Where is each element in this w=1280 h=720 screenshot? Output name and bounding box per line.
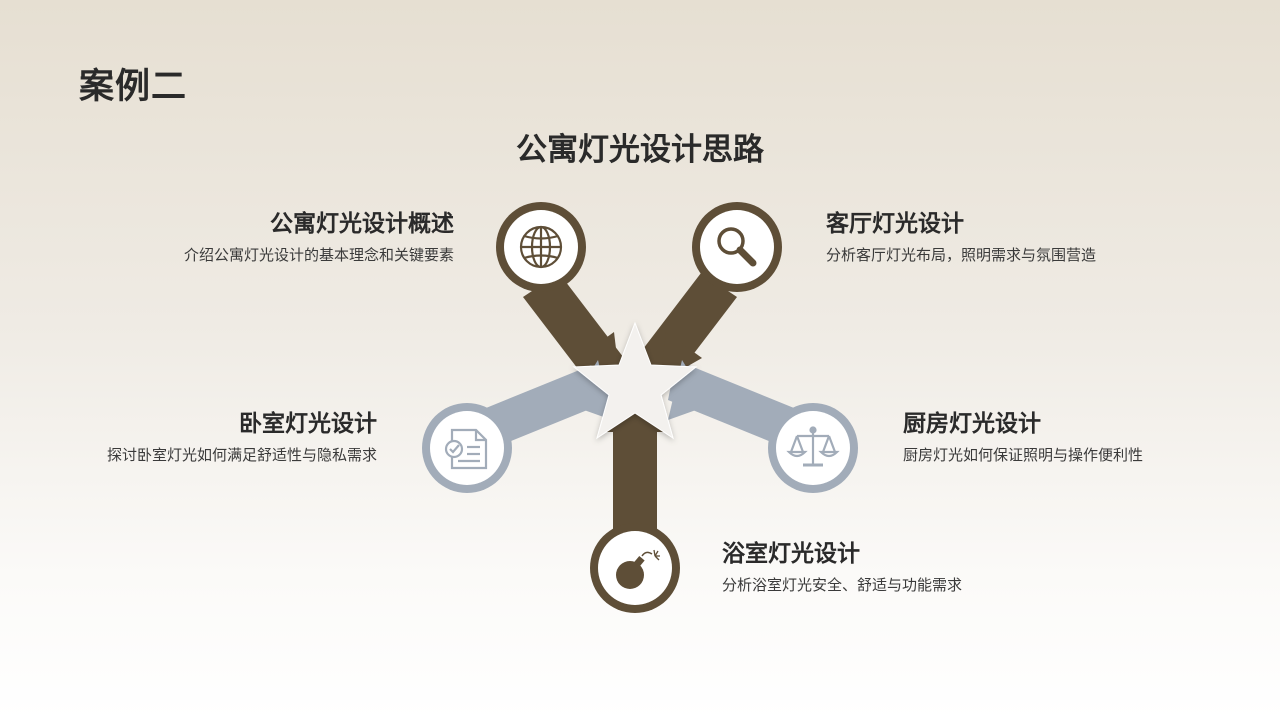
node-overview <box>496 202 586 292</box>
center-star <box>572 321 698 440</box>
page-title: 公寓灯光设计思路 <box>516 132 764 168</box>
document-check-icon <box>444 428 488 470</box>
bathroom-desc: 分析浴室灯光安全、舒适与功能需求 <box>722 576 963 594</box>
overview-desc: 介绍公寓灯光设计的基本理念和关键要素 <box>183 246 454 264</box>
scale-icon <box>786 426 840 467</box>
kitchen-title: 厨房灯光设计 <box>903 411 1041 437</box>
bedroom-title: 卧室灯光设计 <box>239 411 377 437</box>
magnifier-icon <box>717 227 757 267</box>
node-bedroom <box>422 403 512 493</box>
bomb-icon <box>616 549 660 589</box>
arm-bathroom <box>613 415 657 540</box>
node-kitchen <box>768 403 858 493</box>
bathroom-title: 浴室灯光设计 <box>722 541 860 567</box>
kitchen-desc: 厨房灯光如何保证照明与操作便利性 <box>903 446 1144 464</box>
globe-icon <box>519 225 563 269</box>
overview-title: 公寓灯光设计概述 <box>270 211 454 237</box>
living-title: 客厅灯光设计 <box>826 211 964 237</box>
node-bathroom <box>590 523 680 613</box>
case-title: 案例二 <box>79 67 188 107</box>
arm-kitchen <box>668 360 794 448</box>
arm-bedroom <box>486 360 612 448</box>
arm-living <box>630 273 737 390</box>
arrowhead-bathroom <box>603 406 667 432</box>
node-living <box>692 202 782 292</box>
bedroom-desc: 探讨卧室灯光如何满足舒适性与隐私需求 <box>106 446 377 464</box>
living-desc: 分析客厅灯光布局，照明需求与氛围营造 <box>826 246 1097 264</box>
